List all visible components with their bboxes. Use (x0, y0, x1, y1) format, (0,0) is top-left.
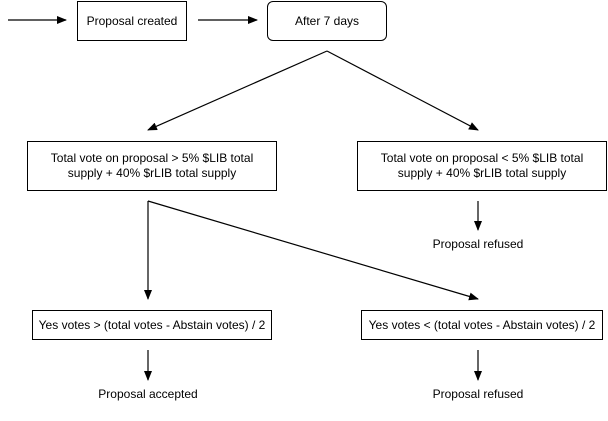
quorum-met-node: Total vote on proposal > 5% $LIB total s… (27, 141, 277, 191)
arrow-after-7-days-to-quorum-not-met (326, 50, 479, 131)
proposal-created-node: Proposal created (77, 1, 187, 41)
arrow-quorum-met-to-majority-no (147, 200, 479, 301)
proposal-created-label: Proposal created (86, 13, 178, 28)
proposal-accepted-label: Proposal accepted (98, 387, 198, 401)
majority-yes-node: Yes votes > (total votes - Abstain votes… (32, 310, 272, 340)
majority-no-label: Yes votes < (total votes - Abstain votes… (368, 317, 596, 332)
quorum-met-label: Total vote on proposal > 5% $LIB total s… (50, 151, 254, 180)
quorum-not-met-label: Total vote on proposal < 5% $LIB total s… (380, 151, 584, 180)
proposal-refused-quorum-label: Proposal refused (432, 237, 524, 251)
after-7-days-node: After 7 days (267, 1, 387, 41)
quorum-not-met-node: Total vote on proposal < 5% $LIB total s… (357, 141, 607, 191)
after-7-days-label: After 7 days (294, 13, 360, 28)
majority-yes-label: Yes votes > (total votes - Abstain votes… (38, 317, 266, 332)
majority-no-node: Yes votes < (total votes - Abstain votes… (361, 310, 603, 340)
proposal-refused-majority-label: Proposal refused (432, 387, 524, 401)
arrow-after-7-days-to-quorum-met (147, 50, 328, 131)
